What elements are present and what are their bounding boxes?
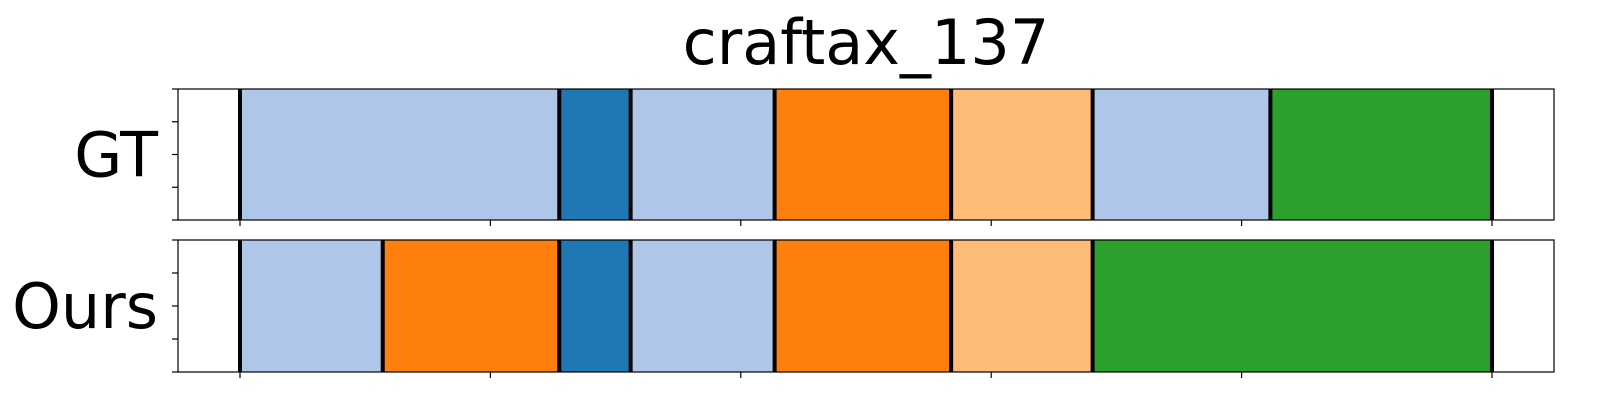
row-label: Ours <box>12 270 158 343</box>
segment-bar <box>240 240 383 372</box>
timeline-row-gt: GT <box>74 88 1555 226</box>
segment-bar <box>240 89 560 220</box>
segment-bar <box>559 89 631 220</box>
segment-bar <box>1092 240 1492 372</box>
timeline-row-ours: Ours <box>12 239 1555 378</box>
segment-bar <box>951 240 1093 372</box>
segment-bar <box>630 240 775 372</box>
segment-bar <box>774 89 952 220</box>
segment-bar <box>630 89 775 220</box>
segment-bar <box>951 89 1093 220</box>
segment-bar <box>559 240 631 372</box>
chart-title: craftax_137 <box>683 6 1050 79</box>
timeline-rows: GT Ours <box>12 88 1555 378</box>
segment-bar <box>1270 89 1492 220</box>
row-label: GT <box>74 119 159 192</box>
axes-frame <box>177 88 1555 221</box>
segment-bar <box>774 240 952 372</box>
axes-frame <box>177 239 1555 373</box>
segment-bar <box>382 240 560 372</box>
segment-bar <box>1092 89 1271 220</box>
